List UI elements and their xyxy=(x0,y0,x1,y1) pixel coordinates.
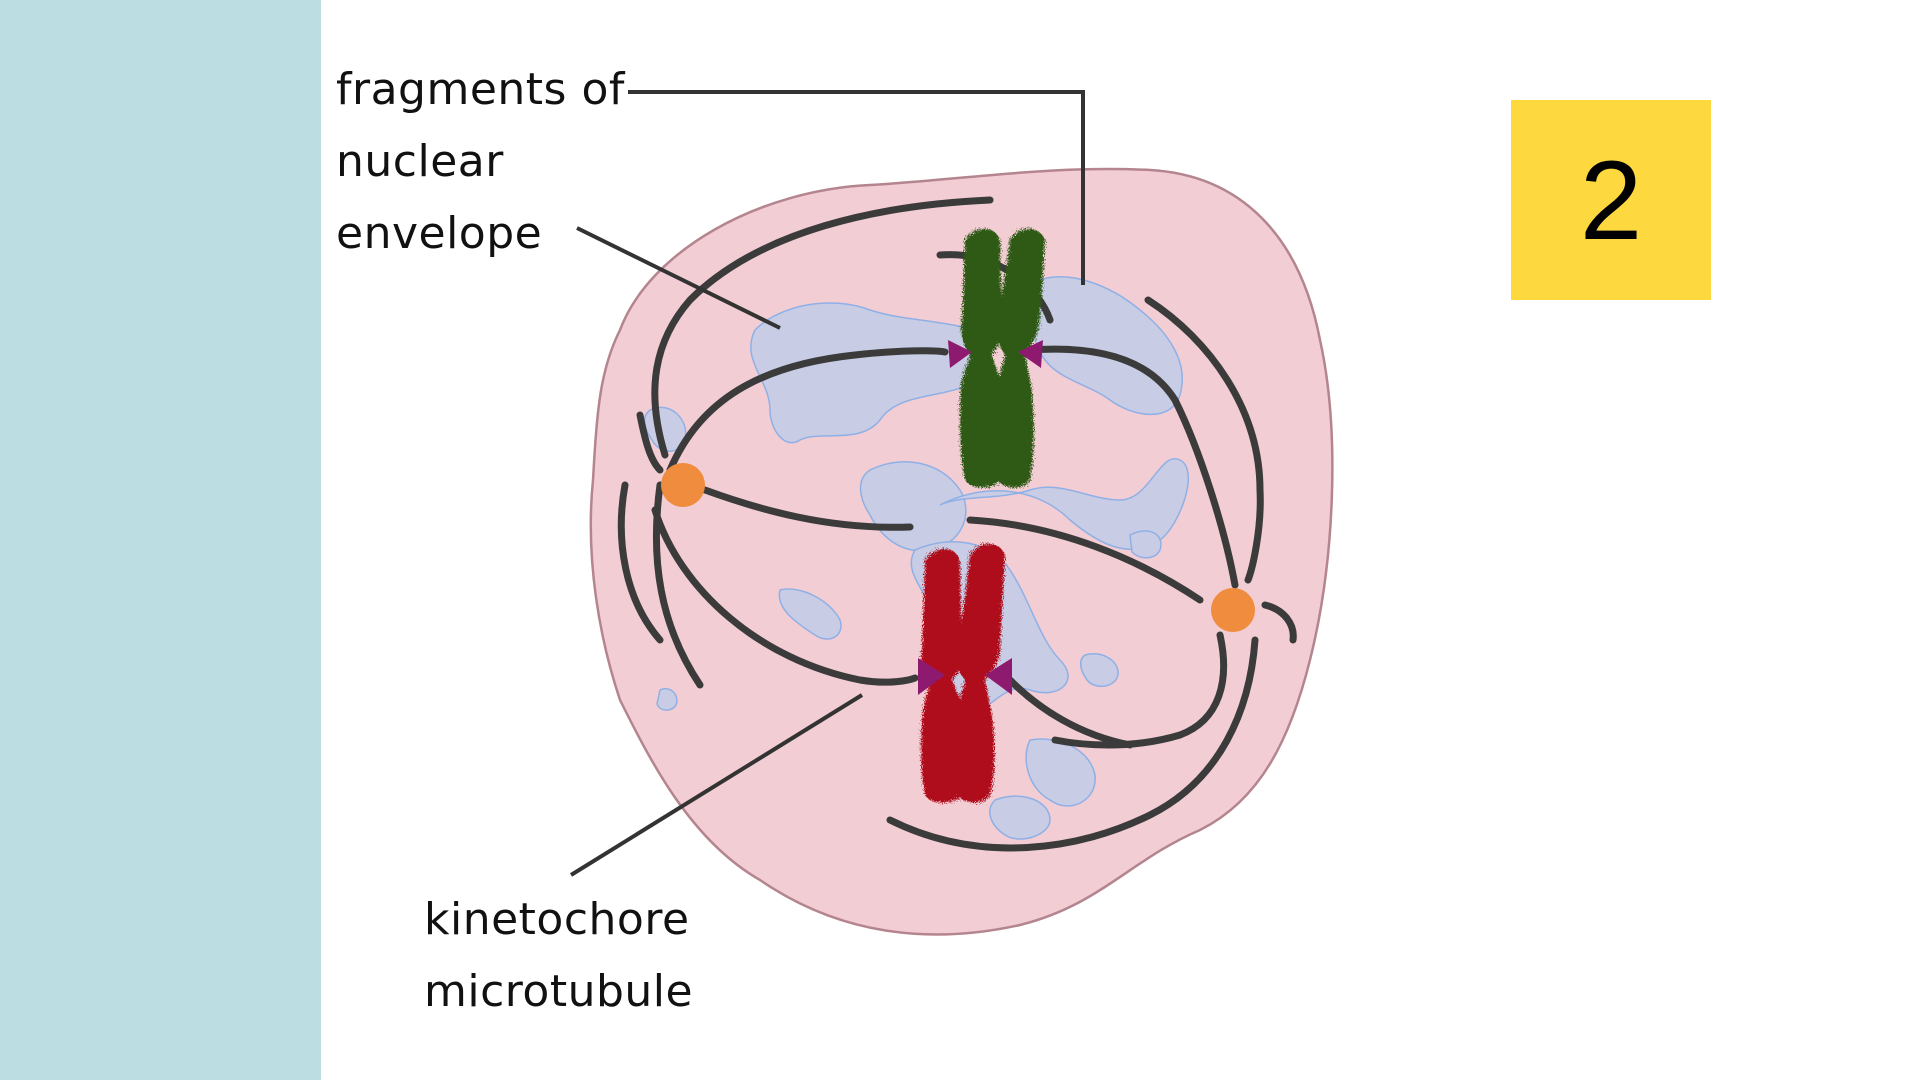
centrosome-icon xyxy=(1211,588,1255,632)
microtubule xyxy=(966,516,1204,604)
microtubule xyxy=(617,481,664,644)
chromosome-red xyxy=(918,543,1012,803)
microtubule xyxy=(666,347,949,474)
envelope-fragment xyxy=(1129,530,1162,559)
leader-lines xyxy=(569,90,1085,877)
kinetochore xyxy=(918,658,945,695)
centrosome-icon xyxy=(661,463,705,507)
microtubule xyxy=(701,486,914,531)
label-fragments-of-nuclear-envelope: fragments of nuclear envelope xyxy=(336,54,625,270)
spindle-microtubules xyxy=(617,196,1297,852)
kinetochore xyxy=(985,658,1012,695)
microtubule xyxy=(636,411,664,474)
envelope-fragment xyxy=(989,795,1051,840)
label-line: kinetochore xyxy=(424,894,690,945)
chromosome-icon xyxy=(955,543,1005,803)
label-line: envelope xyxy=(336,208,543,259)
envelope-fragment xyxy=(656,688,678,711)
label-line: nuclear xyxy=(336,136,504,187)
label-kinetochore-microtubule: kinetochore microtubule xyxy=(424,884,693,1028)
microtubule xyxy=(1144,296,1264,584)
step-badge-background xyxy=(1511,100,1711,300)
leader-line-fragments-envelope xyxy=(576,226,781,330)
microtubule xyxy=(1051,631,1228,749)
sidebar-panel xyxy=(0,0,321,1080)
label-line: microtubule xyxy=(424,966,694,1017)
envelope-fragment xyxy=(939,457,1189,550)
chromosome-icon xyxy=(995,228,1045,488)
chromosome-green xyxy=(948,228,1045,488)
microtubule xyxy=(1006,676,1134,749)
envelope-fragment xyxy=(750,302,976,444)
microtubule xyxy=(1261,601,1297,644)
leader-line-kinetochore xyxy=(569,693,864,877)
kinetochore xyxy=(948,340,972,368)
microtubule xyxy=(651,506,919,686)
step-number-badge: 2 xyxy=(1579,137,1643,263)
leader-line-fragments-top xyxy=(628,90,1085,285)
envelope-fragment xyxy=(778,588,842,640)
envelope-fragment xyxy=(1079,653,1119,687)
kinetochore xyxy=(1018,340,1043,368)
label-line: fragments of xyxy=(336,64,625,115)
microtubule xyxy=(886,636,1259,852)
centrosomes xyxy=(661,463,1255,632)
chromosome-icon xyxy=(959,228,1004,488)
microtubule xyxy=(1026,345,1239,589)
microtubule xyxy=(651,196,994,459)
